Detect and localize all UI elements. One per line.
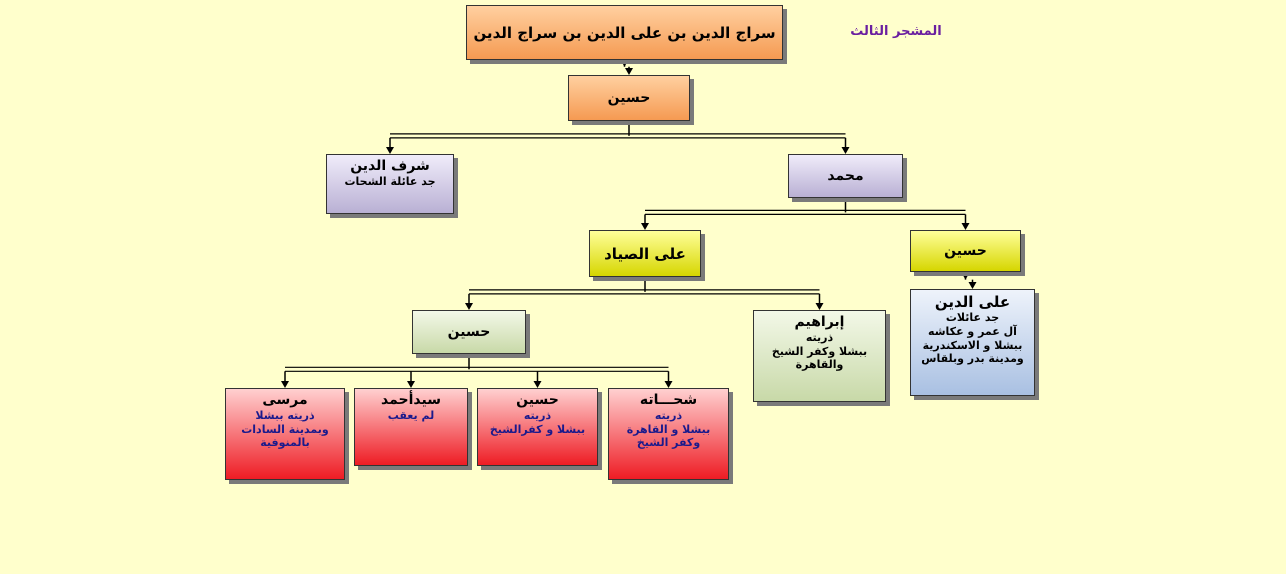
node-detail-line: بالمنوفية	[260, 436, 310, 450]
node-detail-line: لم يعقب	[387, 408, 435, 422]
node-detail-line: ببشلا و كفرالشيخ	[489, 422, 586, 436]
connector-arrow	[281, 381, 289, 388]
node-detail-line: ذريته	[654, 408, 683, 422]
node-detail-line: ببشلا و الاسكندرية	[922, 338, 1023, 352]
connector-arrow	[815, 303, 824, 310]
node-detail-line: وبمدينة السادات	[241, 422, 329, 436]
node-name: حسين	[607, 89, 651, 106]
node-detail-line: ذريته	[805, 330, 834, 344]
connector-arrow	[841, 147, 850, 154]
connector-arrow	[620, 59, 629, 67]
node-name: إبراهيم	[794, 314, 845, 330]
node-name: سراج الدين بن على الدين بن سراج الدين	[473, 23, 776, 42]
node-hussein1: حسين	[568, 75, 690, 121]
node-root: سراج الدين بن على الدين بن سراج الدين	[466, 5, 783, 60]
node-name: مرسى	[262, 392, 308, 408]
node-hussein3: حسين	[412, 310, 526, 354]
node-name: سيدأحمد	[381, 392, 441, 408]
node-detail-line: آل عمر و عكاشه	[928, 324, 1017, 338]
connector-arrow	[641, 223, 649, 230]
connector-arrow	[625, 68, 633, 75]
node-detail-line: ببشلا و القاهرة	[626, 422, 711, 436]
node-name: حسين	[944, 242, 987, 259]
node-hussein2: حسين	[910, 230, 1021, 272]
node-name: على الدين	[934, 293, 1011, 311]
node-detail-line: ذريته	[523, 408, 552, 422]
node-detail-line: وكفر الشيخ	[636, 436, 701, 450]
node-detail-line: ذريته ببشلا	[255, 408, 315, 422]
node-detail-line: والقاهرة	[795, 358, 844, 372]
node-name: شحـــاته	[639, 392, 698, 408]
node-name: على الصياد	[604, 244, 686, 263]
connector-arrow	[386, 147, 394, 154]
node-detail-line: ومدينة بدر وبلقاس	[921, 352, 1024, 366]
node-name: حسين	[516, 392, 559, 408]
node-name: حسين	[447, 323, 491, 340]
connector-arrow	[961, 272, 970, 280]
node-detail-line: جد عائلة الشحات	[344, 174, 436, 188]
connector-arrow	[465, 303, 473, 310]
connector-arrow	[664, 381, 673, 388]
node-aly-sayad: على الصياد	[589, 230, 701, 277]
node-detail-line: ببشلا وكفر الشيخ	[771, 344, 868, 358]
connector-arrow	[407, 381, 415, 388]
chart-label: المشجر الثالث	[850, 24, 942, 39]
node-name: شرف الدين	[350, 158, 430, 174]
connector-arrow	[961, 223, 970, 230]
connector-arrow	[968, 282, 977, 289]
node-detail-line: جد عائلات	[945, 311, 1000, 324]
node-name: محمد	[827, 167, 864, 184]
connector-arrow	[533, 381, 542, 388]
node-mohamed: محمد	[788, 154, 903, 198]
